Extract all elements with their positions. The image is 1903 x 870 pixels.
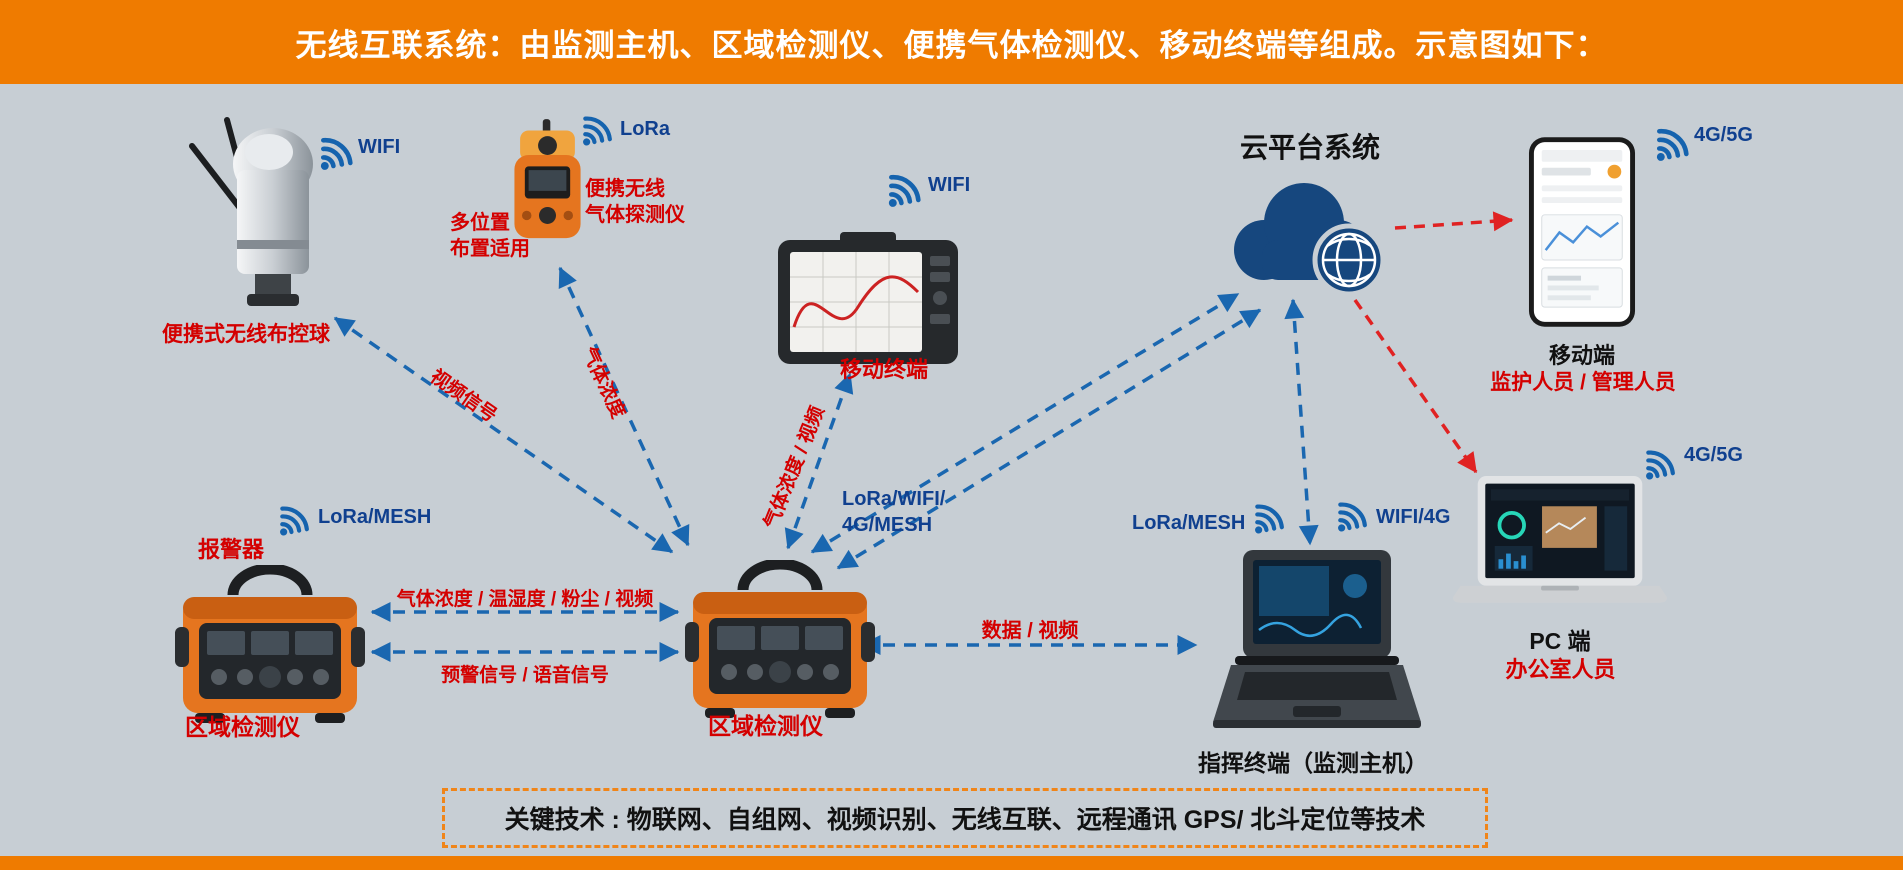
alarm-detector-image xyxy=(175,565,365,723)
pc-sublabel: 办公室人员 xyxy=(1505,657,1616,682)
command-wireless-left-label: LoRa/MESH xyxy=(1132,512,1246,534)
link-label-uplink: LoRa/WIFI/ 4G/MESH xyxy=(842,488,946,536)
phone-label: 移动端 xyxy=(1548,343,1615,368)
gas-detector-wireless-label: LoRa xyxy=(620,118,670,140)
gas-detector-label: 便携无线 气体探测仪 xyxy=(585,178,685,226)
phone-sublabel: 监护人员 / 管理人员 xyxy=(1490,371,1676,394)
wifi-icon xyxy=(264,494,320,550)
smartphone-image xyxy=(1528,137,1636,327)
control-ball-label: 便携式无线布控球 xyxy=(162,323,330,346)
link-cloud-phone xyxy=(1394,211,1514,232)
wifi-icon xyxy=(1239,492,1295,548)
control-ball-image xyxy=(189,117,313,306)
wifi-icon xyxy=(1630,438,1686,494)
alarm-wireless-label: LoRa/MESH xyxy=(318,506,432,528)
wifi-icon xyxy=(871,161,933,223)
bottom-accent-strip xyxy=(0,856,1903,870)
cloud-icon xyxy=(1234,183,1386,297)
key-technology-text: 关键技术 : 物联网、自组网、视频识别、无线互联、远程通讯 GPS/ 北斗定位等… xyxy=(504,806,1426,834)
globe-icon xyxy=(1321,232,1377,288)
wifi-icon xyxy=(1639,115,1701,177)
phone-wireless-label: 4G/5G xyxy=(1694,124,1753,146)
link-label-warning-bus: 预警信号 / 语音信号 xyxy=(441,665,609,686)
header-banner: 无线互联系统：由监测主机、区域检测仪、便携气体检测仪、移动终端等组成。示意图如下… xyxy=(0,0,1903,84)
pc-label: PC 端 xyxy=(1529,628,1591,654)
link-cloud-pc xyxy=(1353,298,1478,474)
alarm-detector-label: 区域检测仪 xyxy=(185,714,300,740)
link-label-gas-video: 气体浓度 / 视频 xyxy=(760,403,829,532)
command-terminal-image xyxy=(1213,550,1421,728)
gas-detector-image xyxy=(514,119,581,239)
pc-wireless-label: 4G/5G xyxy=(1684,444,1743,466)
link-label-video-signal: 视频信号 xyxy=(426,366,501,427)
cloud-title: 云平台系统 xyxy=(1239,132,1380,163)
wifi-icon xyxy=(303,124,365,186)
tablet-wireless-label: WIFI xyxy=(928,174,971,196)
control-ball-wireless-label: WIFI xyxy=(358,136,401,158)
gas-detector-note: 多位置 布置适用 xyxy=(450,212,530,260)
alarm-name: 报警器 xyxy=(198,537,265,562)
key-technology-box: 关键技术 : 物联网、自组网、视频识别、无线互联、远程通讯 GPS/ 北斗定位等… xyxy=(442,788,1488,848)
command-terminal-label: 指挥终端（监测主机） xyxy=(1198,750,1428,776)
tablet-label: 移动终端 xyxy=(840,357,929,382)
link-label-gas-concentration: 气体浓度 xyxy=(577,344,629,422)
wifi-icon xyxy=(567,104,623,160)
center-detector-label: 区域检测仪 xyxy=(708,713,823,739)
pc-laptop-image xyxy=(1453,476,1667,603)
link-label-sensor-bus: 气体浓度 / 温湿度 / 粉尘 / 视频 xyxy=(396,589,654,610)
page-title: 无线互联系统：由监测主机、区域检测仪、便携气体检测仪、移动终端等组成。示意图如下… xyxy=(295,27,1608,63)
link-label-data-video: 数据 / 视频 xyxy=(981,620,1079,642)
wifi-icon xyxy=(1322,490,1378,546)
link-command-cloud xyxy=(1284,298,1319,546)
center-detector-image xyxy=(685,560,875,718)
tablet-image xyxy=(778,232,958,364)
command-wireless-right-label: WIFI/4G xyxy=(1376,506,1451,528)
